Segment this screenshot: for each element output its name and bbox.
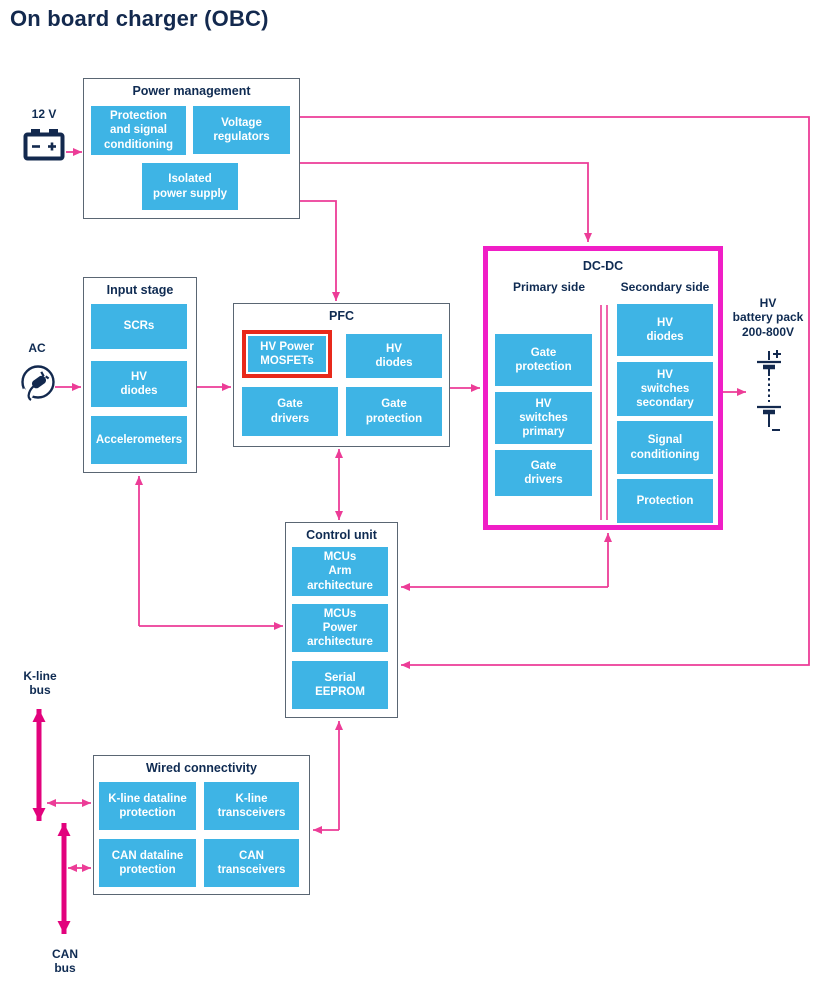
battery-12v-icon [23,129,65,161]
block-hv-switches-primary[interactable]: HV switches primary [495,392,592,444]
group-title-control-unit: Control unit [306,528,377,542]
can-bus-label: CAN bus [52,947,78,976]
block-can-dataline-protection[interactable]: CAN dataline protection [99,839,196,887]
block-signal-conditioning-secondary[interactable]: Signal conditioning [617,421,713,474]
block-kline-dataline-protection[interactable]: K-line dataline protection [99,782,196,830]
block-scrs[interactable]: SCRs [91,304,187,349]
kline-bus-label: K-line bus [23,669,57,698]
page-title: On board charger (OBC) [10,6,269,31]
group-title-pfc: PFC [329,309,354,323]
group-control-unit: Control unit MCUs Arm architecture MCUs … [285,522,398,718]
arrow-power-management-to-pfc [300,200,340,301]
subtitle-primary-side: Primary side [512,280,586,294]
block-hv-power-mosfets[interactable]: HV Power MOSFETs [248,336,326,372]
group-title-wired-connectivity: Wired connectivity [145,761,258,775]
block-accelerometers[interactable]: Accelerometers [91,416,187,464]
ac-label: AC [28,341,46,355]
block-can-transceivers[interactable]: CAN transceivers [204,839,299,887]
ac-plug-icon [18,365,55,403]
arrow-power-management-to-dcdc [300,162,592,242]
block-gate-protection-pfc[interactable]: Gate protection [346,387,442,436]
group-title-input-stage: Input stage [106,283,174,297]
block-gate-protection-primary[interactable]: Gate protection [495,334,592,386]
group-pfc: PFC HV Power MOSFETs HV diodes Gate driv… [233,303,450,447]
block-protection-secondary[interactable]: Protection [617,479,713,523]
group-power-management: Power management Protection and signal c… [83,78,300,219]
block-serial-eeprom[interactable]: Serial EEPROM [292,661,388,709]
block-hv-diodes-secondary[interactable]: HV diodes [617,304,713,356]
block-gate-drivers-primary[interactable]: Gate drivers [495,450,592,496]
group-input-stage: Input stage SCRs HV diodes Accelerometer… [83,277,197,473]
subtitle-secondary-side: Secondary side [620,280,710,294]
hv-battery-label: HV battery pack 200-800V [732,296,804,339]
group-wired-connectivity: Wired connectivity K-line dataline prote… [93,755,310,895]
group-dc-dc: DC-DC Primary side Secondary side Gate p… [483,246,723,530]
hv-battery-icon [757,350,781,431]
block-mcus-power[interactable]: MCUs Power architecture [292,604,388,652]
block-hv-diodes-pfc[interactable]: HV diodes [346,334,442,378]
block-hv-diodes-input[interactable]: HV diodes [91,361,187,407]
group-title-dc-dc: DC-DC [582,259,624,273]
block-kline-transceivers[interactable]: K-line transceivers [204,782,299,830]
block-gate-drivers-pfc[interactable]: Gate drivers [242,387,338,436]
block-isolated-power-supply[interactable]: Isolated power supply [142,163,238,210]
block-hv-switches-secondary[interactable]: HV switches secondary [617,362,713,416]
block-voltage-regulators[interactable]: Voltage regulators [193,106,290,154]
block-mcus-arm[interactable]: MCUs Arm architecture [292,547,388,596]
highlight-hv-power-mosfets: HV Power MOSFETs [242,330,332,378]
battery-12v-label: 12 V [31,107,57,121]
block-protection-signal-conditioning[interactable]: Protection and signal conditioning [91,106,186,155]
group-title-power-management: Power management [132,84,251,98]
